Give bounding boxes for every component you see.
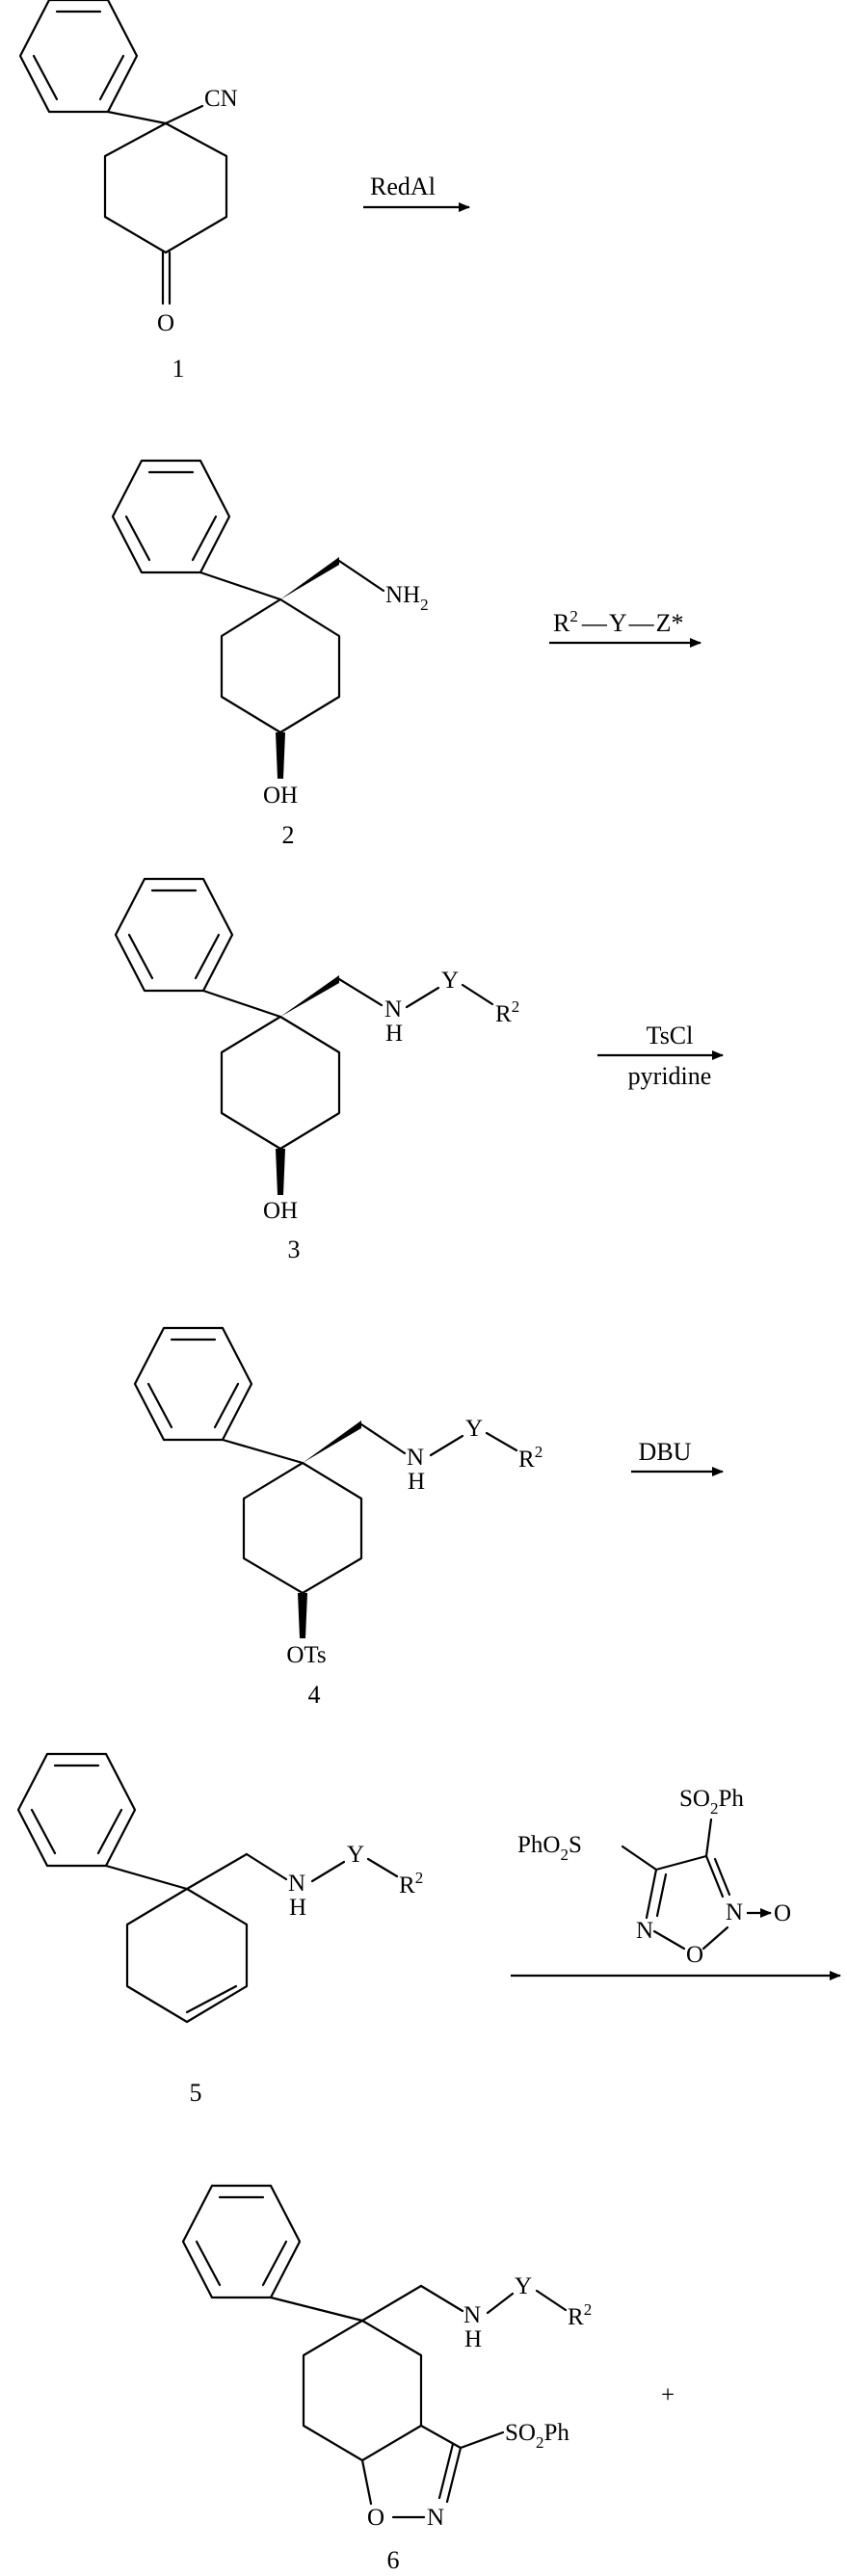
compound-6-h-label: H (464, 2326, 482, 2352)
compound-3-n-label: N (384, 996, 402, 1022)
compound-4-ots-label: OTs (286, 1642, 326, 1668)
compound-2-number: 2 (282, 821, 295, 849)
compound-4: N H Y R2 OTs 4 (135, 1328, 543, 1709)
compound-5-y-label: Y (347, 1842, 364, 1868)
step-2-reagent: R2—Y—Z* (553, 607, 684, 637)
compound-6-so2ph-label: SO2Ph (505, 2420, 569, 2452)
compound-4-n-label: N (407, 1445, 424, 1471)
compound-1-phenyl-ring (20, 0, 137, 112)
furoxan-right-substituent: SO2Ph (679, 1786, 744, 1818)
compound-3-oh-label: OH (263, 1198, 298, 1224)
compound-6-y-label: Y (515, 2273, 532, 2299)
compound-4-number: 4 (308, 1681, 321, 1709)
reaction-step-3: TsCl pyridine (597, 1022, 723, 1090)
compound-5-r2-label: R2 (399, 1869, 423, 1899)
compound-4-cyclohexane-ring (244, 1463, 361, 1593)
compound-6-ring-o-label: O (367, 2505, 384, 2531)
compound-1-carbonyl-o-label: O (157, 310, 174, 336)
reaction-step-1: RedAl (363, 173, 469, 207)
furoxan-ring-n-right: N (726, 1899, 743, 1925)
compound-3-y-label: Y (441, 968, 459, 994)
plus-sign: + (661, 2382, 675, 2408)
compound-1-cn-label: CN (204, 86, 238, 112)
compound-6-r2-label: R2 (568, 2300, 592, 2330)
compound-4-h-label: H (408, 1469, 425, 1495)
compound-4-phenyl-ring (135, 1328, 251, 1440)
step-4-reagent: DBU (639, 1438, 692, 1466)
furoxan-ring-o: O (686, 1942, 703, 1968)
compound-3-phenyl-ring (116, 879, 232, 991)
compound-6-ring-n-label: N (427, 2505, 444, 2531)
compound-5-phenyl-ring (18, 1754, 135, 1866)
compound-3-r2-label: R2 (495, 997, 519, 1027)
step-3-reagent-bottom: pyridine (628, 1062, 712, 1090)
compound-2-phenyl-ring (113, 461, 229, 572)
compound-2-nh2-label: NH2 (385, 582, 429, 614)
compound-1-cyclohexanone-ring (105, 123, 226, 252)
compound-4-r2-label: R2 (518, 1443, 543, 1473)
compound-1: CN O 1 (20, 0, 238, 383)
furoxan-n-oxide-o: O (774, 1900, 791, 1926)
compound-3-h-label: H (385, 1021, 403, 1047)
furoxan-ring-n-left: N (636, 1918, 653, 1944)
step-3-reagent-top: TsCl (647, 1022, 694, 1049)
reaction-step-2: R2—Y—Z* (549, 607, 701, 643)
compound-3-number: 3 (288, 1235, 301, 1263)
step-1-reagent: RedAl (370, 173, 436, 200)
compound-1-number: 1 (172, 355, 185, 383)
compound-2-cyclohexane-ring (222, 599, 339, 732)
compound-2: NH2 OH 2 (113, 461, 429, 849)
reaction-step-4: DBU (631, 1438, 723, 1472)
compound-5-n-label: N (288, 1871, 305, 1897)
compound-4-y-label: Y (465, 1416, 483, 1442)
compound-3: N H Y R2 OH 3 (116, 879, 519, 1263)
furoxan-left-substituent: PhO2S (517, 1832, 582, 1864)
compound-6-phenyl-ring (183, 2186, 300, 2297)
compound-3-cyclohexane-ring (222, 1017, 339, 1149)
compound-6-isoxazoline-ring (362, 2426, 461, 2517)
furoxan-ring (647, 1856, 729, 1949)
compound-6-cyclohexane-ring (304, 2321, 421, 2460)
compound-6-n-label: N (463, 2302, 481, 2328)
compound-2-oh-label: OH (263, 783, 298, 809)
compound-6: N H Y R2 SO2Ph O N 6 (183, 2186, 592, 2574)
compound-6-number: 6 (387, 2546, 400, 2574)
compound-5-cyclohexene-ring (127, 1889, 247, 2022)
compound-5: N H Y R2 5 (18, 1754, 423, 2107)
compound-5-number: 5 (190, 2079, 202, 2107)
furoxan-reagent: PhO2S SO2Ph N O N O (517, 1786, 791, 1968)
compound-5-h-label: H (289, 1895, 306, 1921)
